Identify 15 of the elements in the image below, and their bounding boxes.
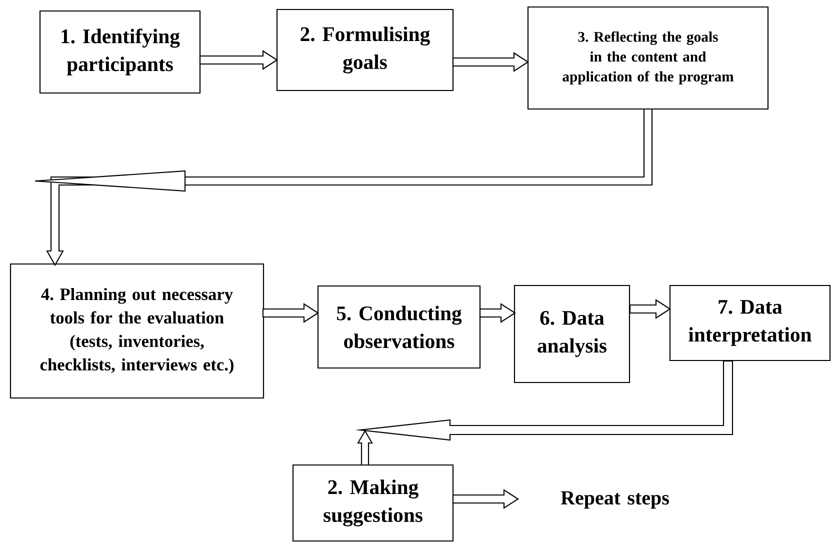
process-box: 2. Formulising goals <box>276 8 454 92</box>
process-box: 2. Making suggestions <box>292 464 454 542</box>
hollow-arrow <box>479 303 516 323</box>
hollow-arrow <box>199 50 278 70</box>
process-box: 1. Identifying participants <box>39 10 201 94</box>
process-box: 7. Data interpretation <box>669 284 831 362</box>
step-label: Repeat steps <box>560 491 669 509</box>
hollow-arrow <box>452 52 529 72</box>
process-box: 4. Planning out necessary tools for the evaluation (tests, inventories, checklists, interviews etc.) <box>10 263 264 399</box>
hollow-arrow <box>262 303 319 323</box>
process-box: 3. Reflecting the goals in the content and application of the program <box>527 6 769 110</box>
process-box: 5. Conducting observations <box>317 285 481 369</box>
hollow-arrow <box>629 299 671 319</box>
process-box: 6. Data analysis <box>514 284 630 384</box>
hollow-arrow <box>452 489 519 509</box>
